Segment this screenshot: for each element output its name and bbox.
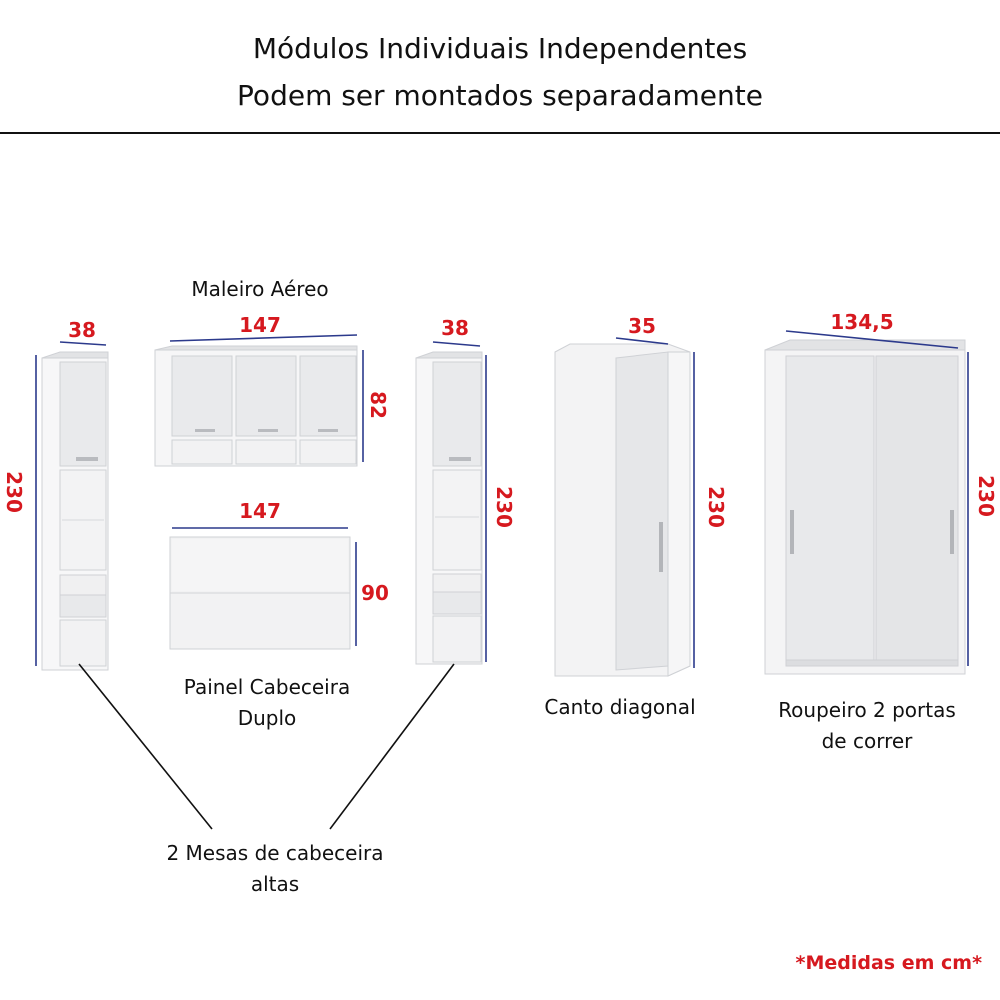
label-mesas-line2: altas <box>250 872 300 896</box>
label-canto-diagonal: Canto diagonal <box>544 695 696 719</box>
dim-canto-width: 35 <box>628 314 656 338</box>
label-roupeiro-line1: Roupeiro 2 portas <box>778 698 956 722</box>
dim-line-roupeiro-width <box>785 330 959 349</box>
dim-mesa-left-width: 38 <box>68 318 96 342</box>
dim-line-maleiro-width <box>169 334 358 342</box>
label-maleiro-aereo: Maleiro Aéreo <box>191 277 329 301</box>
mesa-cabeceira-right <box>415 351 483 665</box>
dim-canto-height: 230 <box>703 486 728 528</box>
dim-line-mesa-left-width <box>59 341 107 346</box>
label-painel-line2: Duplo <box>237 706 297 730</box>
footnote-medidas: *Medidas em cm* <box>795 952 982 974</box>
title-line-1: Módulos Individuais Independentes <box>252 32 748 65</box>
label-painel-line1: Painel Cabeceira <box>183 675 351 699</box>
leader-line-left <box>78 663 213 830</box>
dim-mesa-right-width: 38 <box>441 316 469 340</box>
header-divider <box>0 132 1000 134</box>
dim-mesa-right-height: 230 <box>491 486 516 528</box>
title-line-2: Podem ser montados separadamente <box>237 79 763 112</box>
dim-roupeiro-width: 134,5 <box>830 310 894 334</box>
canto-diagonal <box>554 343 691 677</box>
dim-maleiro-height: 82 <box>365 391 390 419</box>
mesa-cabeceira-left <box>41 351 109 671</box>
roupeiro-2-portas <box>764 339 966 675</box>
dim-line-canto-width <box>615 337 669 345</box>
dim-roupeiro-height: 230 <box>973 475 998 517</box>
dim-maleiro-width: 147 <box>239 313 281 337</box>
leader-line-right <box>329 663 455 830</box>
label-mesas-line1: 2 Mesas de cabeceira <box>166 841 384 865</box>
dim-painel-height: 90 <box>361 581 389 605</box>
dim-line-mesa-right-width <box>432 341 481 347</box>
label-roupeiro-line2: de correr <box>821 729 913 753</box>
maleiro-aereo <box>154 345 358 467</box>
painel-cabeceira <box>169 536 351 650</box>
dim-painel-width: 147 <box>239 499 281 523</box>
dim-mesa-left-height: 230 <box>1 471 26 513</box>
